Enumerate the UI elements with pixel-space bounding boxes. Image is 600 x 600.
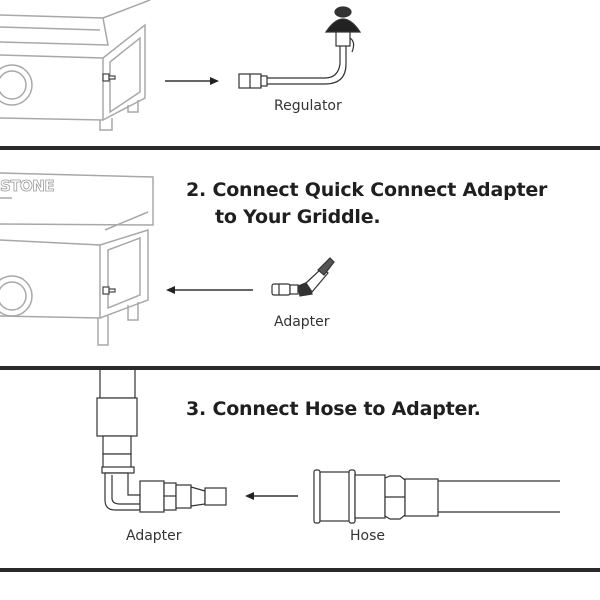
step-divider [0,146,600,150]
step-2-title-line1: 2. Connect Quick Connect Adapter [186,179,548,201]
adapter-label: Adapter [126,528,182,544]
adapter-label: Adapter [274,314,330,330]
hose-label: Hose [350,528,385,544]
step-divider [0,366,600,370]
valve-stem-icon [102,286,116,295]
griddle-illustration-step2 [0,172,154,346]
arrow-right-icon [165,77,219,85]
step-3-title: 3. Connect Hose to Adapter. [186,398,481,420]
valve-stem-icon [102,73,116,82]
griddle-illustration-step1 [0,0,151,131]
adapter-elbow-icon [96,367,227,513]
griddle-brand-text: STONE [0,177,55,196]
step-divider [0,568,600,572]
arrow-left-icon [245,492,298,500]
step-2-title-line2: to Your Griddle. [215,206,381,228]
arrow-left-icon [166,286,253,294]
hose-icon [313,469,560,524]
adapter-icon [271,257,335,297]
regulator-label: Regulator [274,98,342,114]
regulator-icon [238,6,362,89]
